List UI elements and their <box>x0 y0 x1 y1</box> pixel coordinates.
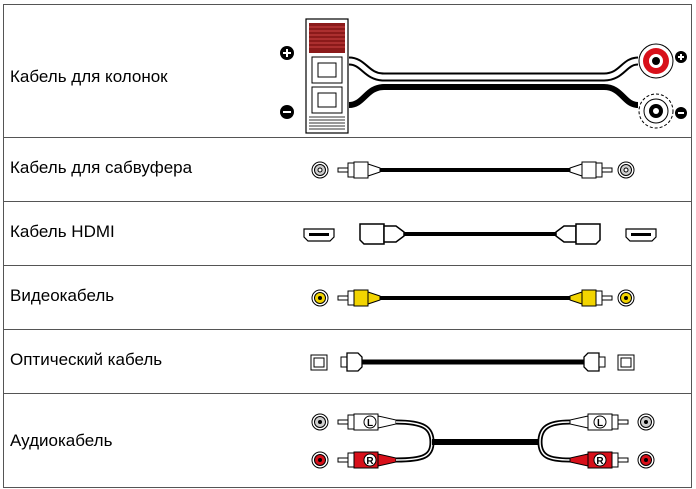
optical-port-icon <box>310 354 328 371</box>
yellow-rca-jack-icon <box>617 289 635 307</box>
optical-cable-label: Оптический кабель <box>10 350 163 369</box>
optical-cable-illustration <box>310 352 635 372</box>
red-rca-plug-left: R <box>337 451 397 469</box>
row-speaker-cable: Кабель для колонок <box>4 5 691 138</box>
speaker-cable-illustration <box>280 18 687 134</box>
red-rca-jack-icon <box>637 451 655 469</box>
right-channel-letter: R <box>366 456 374 467</box>
video-cable-label: Видеокабель <box>10 286 115 305</box>
rca-plug-left <box>337 161 381 179</box>
subwoofer-cable-illustration <box>311 161 635 179</box>
minus-icon <box>675 107 687 119</box>
row-optical-cable: Оптический кабель <box>4 330 691 394</box>
hdmi-cable-illustration <box>303 223 657 245</box>
video-cable-illustration <box>311 289 635 307</box>
white-rca-jack-icon <box>311 413 329 431</box>
right-channel-letter: R <box>596 456 604 467</box>
speaker-cable-label: Кабель для колонок <box>10 67 168 86</box>
hdmi-port-icon <box>303 228 335 242</box>
hdmi-cable-label: Кабель HDMI <box>10 222 115 241</box>
rca-jack-icon <box>311 161 329 179</box>
left-channel-letter: L <box>597 418 603 429</box>
row-subwoofer-cable: Кабель для сабвуфера <box>4 138 691 202</box>
rca-plug-right <box>569 161 613 179</box>
minus-icon <box>280 105 294 119</box>
red-rca-plug-right: R <box>569 451 629 469</box>
row-audio-cable: Аудиокабель L <box>4 394 691 487</box>
hdmi-plug-left <box>359 223 405 245</box>
yellow-rca-plug-right <box>569 289 613 307</box>
audio-wires <box>395 419 571 463</box>
red-rca-jack-icon <box>311 451 329 469</box>
optical-port-icon <box>617 354 635 371</box>
audio-cable-label: Аудиокабель <box>10 431 113 450</box>
cable-table: Кабель для колонок <box>3 4 692 488</box>
yellow-rca-plug-left <box>337 289 381 307</box>
speaker-terminal-block <box>305 18 349 134</box>
audio-cable-illustration: L R <box>311 413 655 469</box>
row-hdmi-cable: Кабель HDMI <box>4 202 691 266</box>
red-binding-post <box>638 43 674 79</box>
rca-jack-icon <box>617 161 635 179</box>
speaker-wire <box>348 56 639 108</box>
white-rca-plug-right: L <box>569 413 629 431</box>
white-rca-plug-left: L <box>337 413 397 431</box>
hdmi-port-icon <box>625 228 657 242</box>
subwoofer-cable-label: Кабель для сабвуфера <box>10 158 193 177</box>
white-rca-jack-icon <box>637 413 655 431</box>
plus-icon <box>280 46 294 60</box>
plus-icon <box>675 51 687 63</box>
hdmi-plug-right <box>555 223 601 245</box>
yellow-rca-jack-icon <box>311 289 329 307</box>
optical-plug-right <box>583 352 606 372</box>
black-binding-post <box>638 93 674 129</box>
left-channel-letter: L <box>367 418 373 429</box>
row-video-cable: Видеокабель <box>4 266 691 330</box>
optical-plug-left <box>340 352 363 372</box>
